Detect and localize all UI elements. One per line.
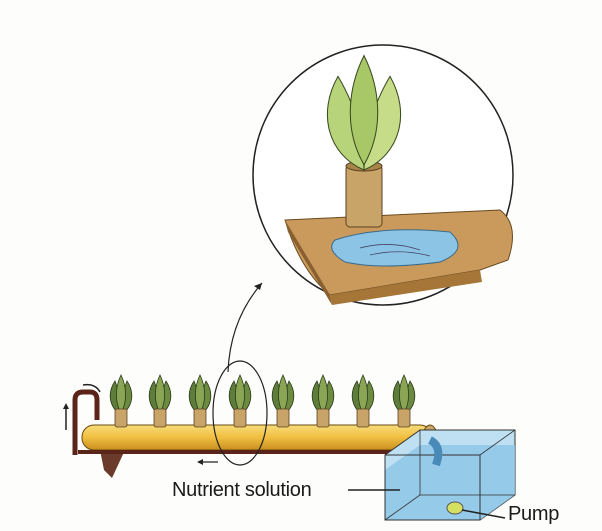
nutrient-tank — [384, 429, 516, 521]
plant — [188, 374, 212, 428]
plant — [311, 374, 335, 428]
growing-channel — [81, 424, 433, 451]
highlight-ellipse — [212, 360, 268, 466]
plant — [109, 374, 133, 428]
plant — [351, 374, 375, 428]
plant — [271, 374, 295, 428]
nutrient-solution-label: Nutrient solution — [172, 479, 312, 501]
plant — [228, 374, 252, 428]
plant — [148, 374, 172, 428]
magnified-view — [252, 44, 514, 306]
pump-label: Pump — [508, 503, 560, 525]
pump-icon — [446, 501, 464, 515]
plant — [392, 374, 416, 428]
return-tube — [72, 389, 100, 455]
magnify-arrow — [227, 282, 263, 373]
plant-magnified — [326, 54, 402, 171]
stand — [100, 450, 125, 478]
